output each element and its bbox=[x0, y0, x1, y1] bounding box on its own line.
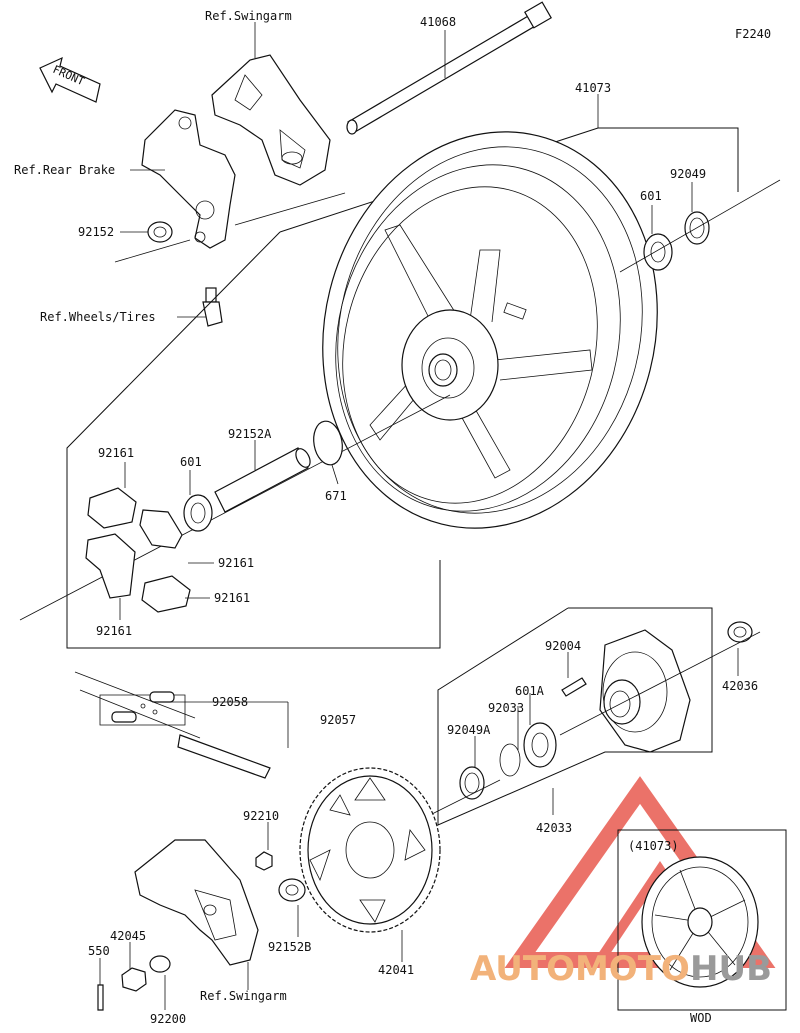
cotter-pin-550 bbox=[97, 984, 104, 1011]
ref-wheels-tires: Ref.Wheels/Tires bbox=[40, 310, 156, 324]
part-92200: 92200 bbox=[150, 1012, 186, 1026]
inset-caption: WOD bbox=[690, 1011, 712, 1025]
ref-rear-brake: Ref.Rear Brake bbox=[14, 163, 115, 177]
part-42033: 42033 bbox=[536, 821, 572, 835]
stud-92004 bbox=[561, 677, 587, 697]
inset-wod-box bbox=[617, 829, 787, 1011]
part-92161-a: 92161 bbox=[98, 446, 134, 460]
part-92161-d: 92161 bbox=[96, 624, 132, 638]
part-92152: 92152 bbox=[78, 225, 114, 239]
diagram-code: F2240 bbox=[735, 27, 771, 41]
hub-centerline bbox=[419, 631, 761, 821]
washer-92200 bbox=[149, 955, 171, 973]
o-ring-671 bbox=[313, 420, 343, 466]
watermark-text-a: AUTOMOTO bbox=[470, 949, 690, 989]
ref-swingarm-top: Ref.Swingarm bbox=[205, 9, 292, 23]
part-671: 671 bbox=[325, 489, 347, 503]
part-41073: 41073 bbox=[575, 81, 611, 95]
part-92210: 92210 bbox=[243, 809, 279, 823]
tire-valve-icon bbox=[202, 287, 223, 327]
collar-92152 bbox=[147, 221, 173, 243]
hub-group-box bbox=[437, 607, 713, 826]
part-92049: 92049 bbox=[670, 167, 706, 181]
part-92057: 92057 bbox=[320, 713, 356, 727]
part-42041: 42041 bbox=[378, 963, 414, 977]
bearing-601-top bbox=[643, 233, 673, 271]
part-92152B: 92152B bbox=[268, 940, 311, 954]
part-41068: 41068 bbox=[420, 15, 456, 29]
swingarm-bracket-top bbox=[211, 54, 331, 186]
axle-centerline bbox=[19, 179, 781, 621]
nut-92210 bbox=[255, 851, 273, 871]
bearing-601A bbox=[523, 722, 557, 768]
part-92161-c: 92161 bbox=[214, 591, 250, 605]
front-arrow-icon: FRONT bbox=[39, 56, 101, 103]
part-92161-b: 92161 bbox=[218, 556, 254, 570]
part-92152A: 92152A bbox=[228, 427, 272, 441]
damper-92161-set bbox=[85, 487, 191, 613]
drive-chain-92057 bbox=[74, 671, 271, 779]
part-92058: 92058 bbox=[212, 695, 248, 709]
leader-lines bbox=[99, 22, 739, 1010]
inset-ref: (41073) bbox=[628, 839, 679, 853]
part-601-top: 601 bbox=[640, 189, 662, 203]
part-92049A: 92049A bbox=[447, 723, 491, 737]
bearing-601-left bbox=[183, 494, 213, 532]
rear-wheel-41073 bbox=[322, 131, 658, 529]
sprocket-42041 bbox=[299, 767, 441, 933]
part-42045: 42045 bbox=[110, 929, 146, 943]
collar-92152B bbox=[278, 878, 306, 902]
part-601A: 601A bbox=[515, 684, 545, 698]
part-42036: 42036 bbox=[722, 679, 758, 693]
collar-92152A bbox=[214, 447, 311, 513]
part-92033: 92033 bbox=[488, 701, 524, 715]
rear-brake-bracket bbox=[141, 109, 236, 249]
ref-swingarm-bottom: Ref.Swingarm bbox=[200, 989, 287, 1003]
swingarm-bracket-bottom bbox=[134, 839, 259, 966]
bushing-42036 bbox=[727, 621, 753, 643]
part-92004: 92004 bbox=[545, 639, 581, 653]
castle-nut-42045 bbox=[121, 967, 147, 992]
master-link-92058 bbox=[111, 691, 175, 723]
part-601-left: 601 bbox=[180, 455, 202, 469]
watermark-text-b: HUB bbox=[690, 949, 772, 989]
part-550: 550 bbox=[88, 944, 110, 958]
circlip-92033 bbox=[499, 743, 521, 777]
